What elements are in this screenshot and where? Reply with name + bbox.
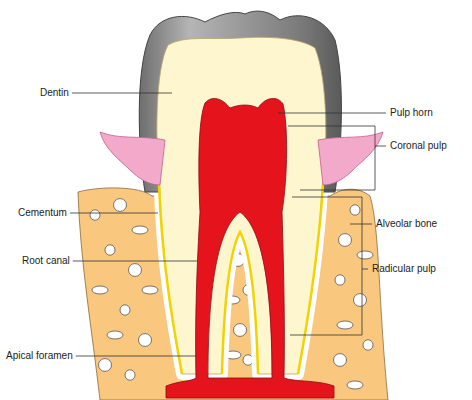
bone-hole <box>334 354 347 367</box>
cementum-left <box>159 185 182 374</box>
bracket <box>290 197 362 335</box>
bone-hole <box>114 199 127 212</box>
bone-hole <box>357 251 373 259</box>
part-label: Apical foramen <box>6 350 73 362</box>
gingiva-left <box>100 132 165 185</box>
bone-hole <box>337 321 353 329</box>
part-label: Alveolar bone <box>376 218 437 230</box>
gingiva-right <box>318 132 383 185</box>
leader-line <box>278 113 386 114</box>
bone-hole <box>350 205 360 215</box>
bone-hole <box>105 245 115 255</box>
leader-line <box>70 213 158 214</box>
part-label: Radicular pulp <box>372 263 436 275</box>
leader-line <box>375 146 386 147</box>
bone-hole <box>354 294 367 307</box>
bone-hole <box>129 264 142 277</box>
leader-line <box>350 224 372 225</box>
leader-line <box>76 356 196 357</box>
bone-hole <box>335 275 345 285</box>
bone-hole <box>234 324 247 337</box>
bone-hole <box>125 370 135 380</box>
leader-lines <box>70 93 386 356</box>
bone-hole <box>99 359 112 372</box>
part-label: Root canal <box>22 255 70 267</box>
bone-hole <box>132 226 148 234</box>
bone-hole <box>107 331 123 339</box>
bone-hole <box>139 334 152 347</box>
part-label: Cementum <box>18 207 67 219</box>
cementum-inner <box>222 232 258 374</box>
bone-hole <box>120 305 130 315</box>
part-label: Coronal pulp <box>390 140 447 152</box>
bone-hole <box>90 210 100 220</box>
dental-pulp <box>166 98 334 398</box>
bone-hole <box>363 340 373 350</box>
leader-line <box>73 261 197 262</box>
leader-line <box>362 269 368 270</box>
cementum-right <box>298 185 323 374</box>
bone-hole <box>92 286 108 294</box>
bone-hole <box>347 381 363 389</box>
leader-line <box>72 93 172 94</box>
bracket <box>288 126 375 190</box>
cementum <box>159 185 323 374</box>
part-label: Pulp horn <box>390 107 433 119</box>
bone-hole <box>339 234 352 247</box>
bone-hole <box>142 286 158 294</box>
part-label: Dentin <box>40 87 69 99</box>
